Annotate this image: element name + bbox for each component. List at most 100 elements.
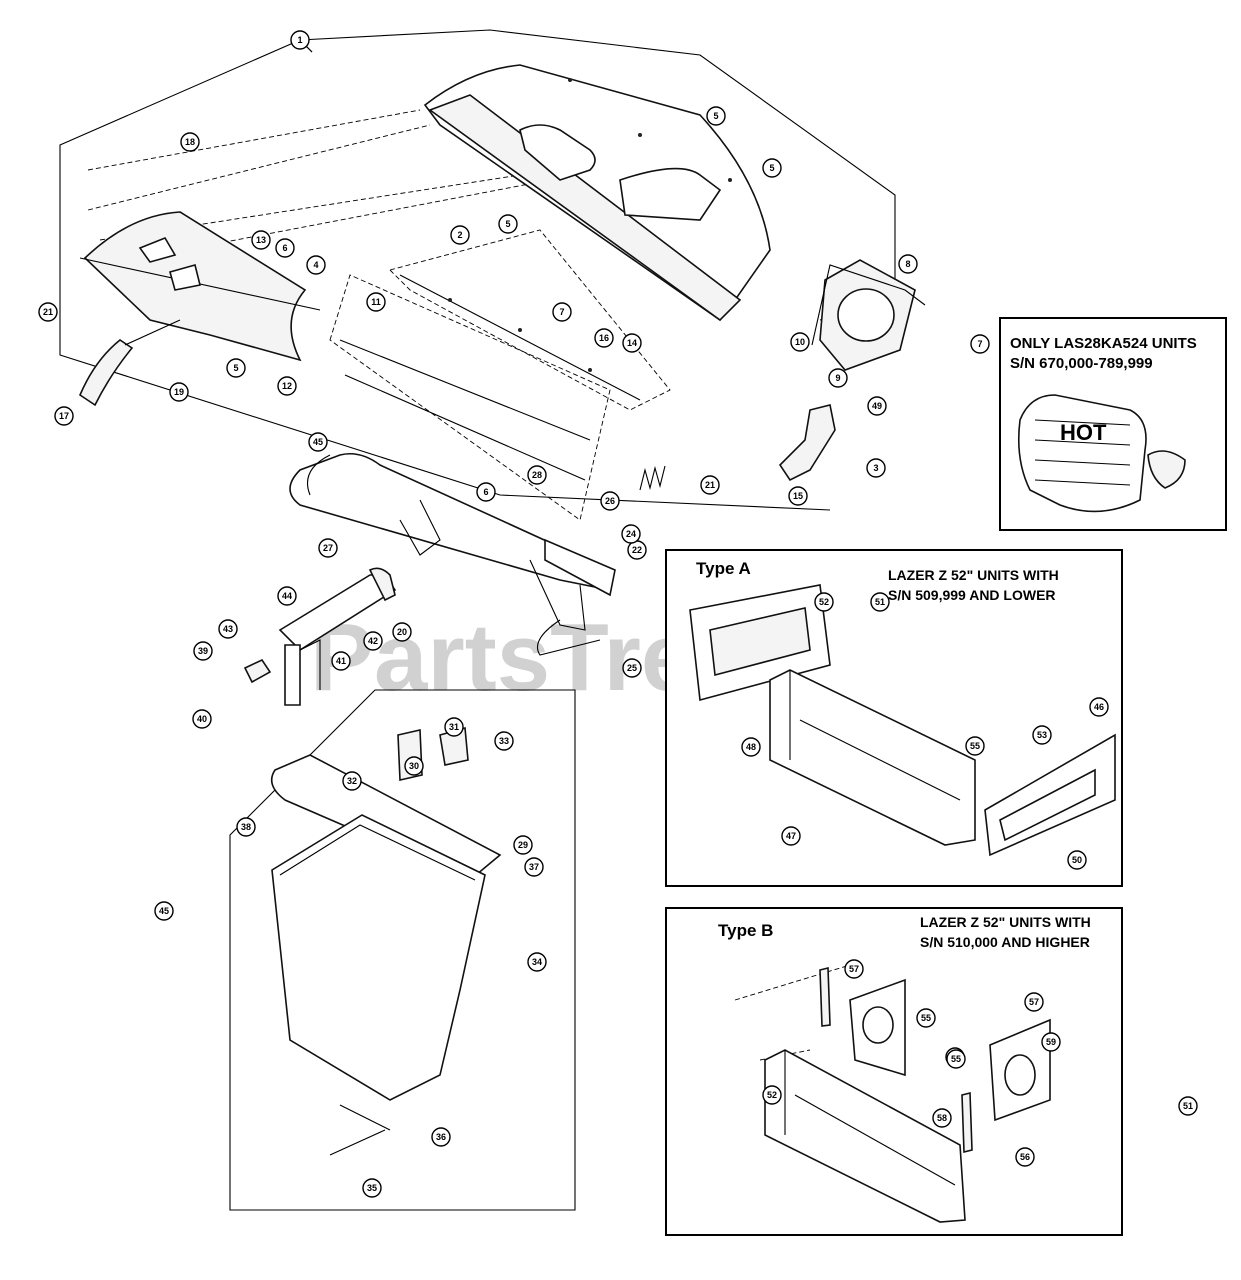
callout-37: 37: [524, 857, 544, 877]
callout-55: 55: [946, 1049, 966, 1069]
callout-5: 5: [226, 358, 246, 378]
callout-circle: [932, 1108, 952, 1128]
callout-circle: [621, 524, 641, 544]
callout-number: 43: [223, 624, 233, 634]
callout-3: 3: [866, 458, 886, 478]
deflector-part: [329, 274, 611, 521]
callout-number: 50: [1072, 855, 1082, 865]
callout-45: 45: [308, 432, 328, 452]
callout-circle: [318, 538, 338, 558]
callout-circle: [331, 651, 351, 671]
callout-14: 14: [622, 333, 642, 353]
callout-circle: [946, 1049, 966, 1069]
callout-circle: [1015, 1147, 1035, 1167]
callout-number: 35: [367, 1183, 377, 1193]
callout-number: 12: [282, 381, 292, 391]
callout-27: 27: [318, 538, 338, 558]
axle-part: [243, 567, 397, 706]
callout-circle: [788, 486, 808, 506]
callout-circle: [527, 465, 547, 485]
callout-9: 9: [828, 368, 848, 388]
callout-number: 2: [457, 230, 462, 240]
type-b-desc-2: S/N 510,000 AND HIGHER: [920, 934, 1090, 950]
note-line-2: S/N 670,000-789,999: [1010, 355, 1153, 372]
callout-number: 13: [256, 235, 266, 245]
callout-56: 56: [1015, 1147, 1035, 1167]
callout-42: 42: [363, 631, 383, 651]
callout-circle: [38, 302, 58, 322]
callout-number: 7: [977, 339, 982, 349]
callout-57: 57: [844, 959, 864, 979]
callout-53: 53: [1032, 725, 1052, 745]
callout-circle: [431, 1127, 451, 1147]
callout-circle: [251, 230, 271, 250]
callout-number: 11: [371, 297, 381, 307]
callout-number: 29: [518, 840, 528, 850]
callout-circle: [1032, 725, 1052, 745]
callout-group: 1234555566778910111213141516171819202121…: [38, 30, 1198, 1198]
callout-11: 11: [366, 292, 386, 312]
callout-number: 36: [436, 1132, 446, 1142]
callout-number: 52: [767, 1090, 777, 1100]
callout-circle: [513, 835, 533, 855]
callout-5: 5: [762, 158, 782, 178]
callout-number: 8: [905, 259, 910, 269]
callout-circle: [192, 709, 212, 729]
callout-circle: [444, 717, 464, 737]
callout-circle: [306, 255, 326, 275]
callout-51: 51: [1178, 1096, 1198, 1116]
callout-51: 51: [870, 592, 890, 612]
callout-58: 58: [932, 1108, 952, 1128]
callout-circle: [277, 586, 297, 606]
callout-number: 26: [605, 496, 615, 506]
callout-number: 32: [347, 776, 357, 786]
callout-circle: [1024, 992, 1044, 1012]
callout-number: 57: [1029, 997, 1039, 1007]
frame-part: [289, 452, 616, 656]
note-line-1: ONLY LAS28KA524 UNITS: [1010, 335, 1197, 352]
callout-circle: [54, 406, 74, 426]
callout-circle: [342, 771, 362, 791]
callout-59: 59: [1041, 1032, 1061, 1052]
callout-circle: [898, 254, 918, 274]
callout-number: 16: [599, 333, 609, 343]
mount-bar-part: [389, 229, 671, 411]
callout-circle: [828, 368, 848, 388]
callout-7: 7: [552, 302, 572, 322]
callout-21: 21: [38, 302, 58, 322]
callout-55: 55: [965, 736, 985, 756]
callout-number: 39: [198, 646, 208, 656]
callout-number: 40: [197, 714, 207, 724]
callout-circle: [762, 158, 782, 178]
callout-4: 4: [306, 255, 326, 275]
callout-circle: [622, 658, 642, 678]
callout-45: 45: [154, 901, 174, 921]
callout-25: 25: [622, 658, 642, 678]
callout-number: 18: [185, 137, 195, 147]
callout-number: 51: [1183, 1101, 1193, 1111]
callout-30: 30: [404, 756, 424, 776]
callout-55: 55: [916, 1008, 936, 1028]
callout-number: 28: [532, 470, 542, 480]
callout-circle: [706, 106, 726, 126]
callout-circle: [498, 214, 518, 234]
callout-circle: [218, 619, 238, 639]
callout-number: 56: [1020, 1152, 1030, 1162]
callout-number: 55: [921, 1013, 931, 1023]
callout-circle: [476, 482, 496, 502]
callout-circle: [867, 396, 887, 416]
callout-40: 40: [192, 709, 212, 729]
callout-circle: [762, 1085, 782, 1105]
callout-number: 15: [793, 491, 803, 501]
callout-number: 21: [43, 307, 53, 317]
type-a-label: Type A: [696, 559, 751, 578]
callout-number: 53: [1037, 730, 1047, 740]
callout-circle: [916, 1008, 936, 1028]
callout-circle: [600, 491, 620, 511]
type-a-desc-2: S/N 509,999 AND LOWER: [888, 587, 1056, 603]
callout-circle: [154, 901, 174, 921]
callout-43: 43: [218, 619, 238, 639]
callout-number: 49: [872, 401, 882, 411]
callout-circle: [277, 376, 297, 396]
adapter-part: [811, 259, 926, 371]
